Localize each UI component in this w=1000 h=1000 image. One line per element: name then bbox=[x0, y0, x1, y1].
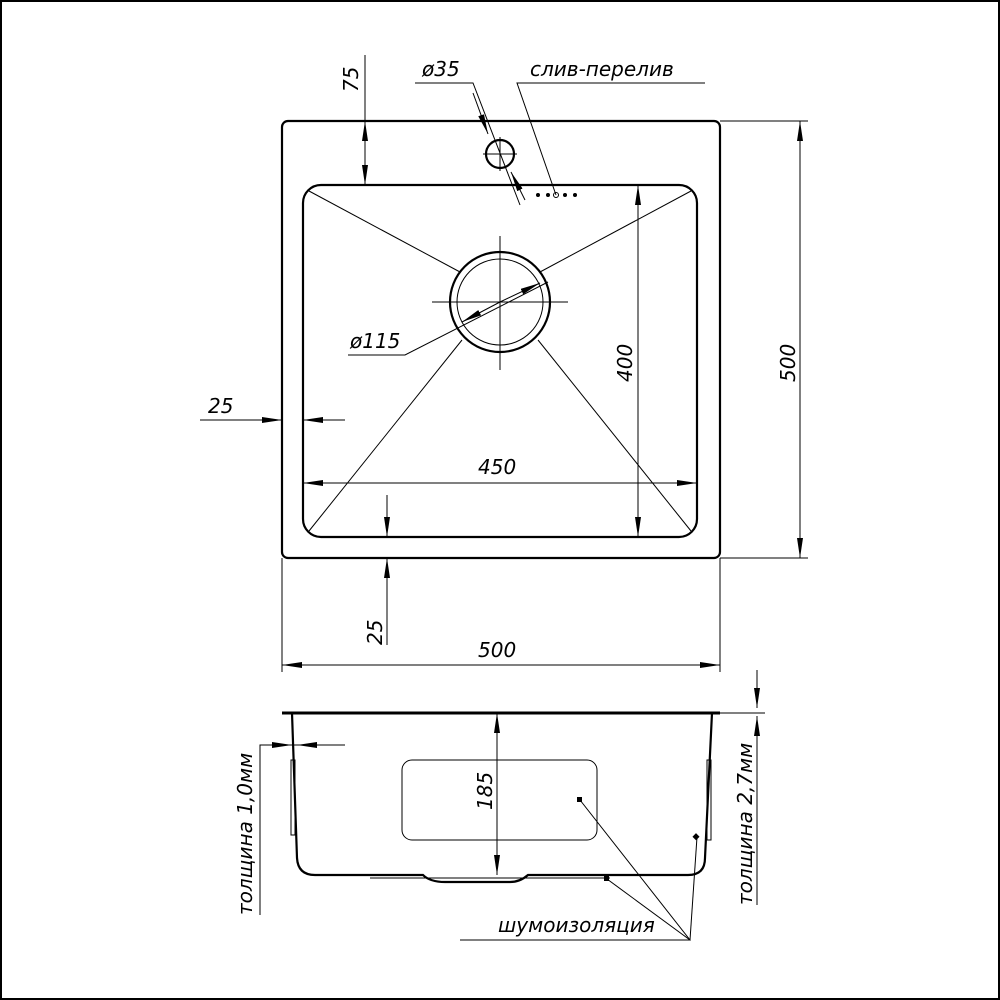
dimension-overall-height: 500 bbox=[720, 120, 808, 559]
dimension-overflow-diameter: ø35 bbox=[415, 57, 526, 206]
dimension-depth: 185 bbox=[473, 713, 500, 875]
label-window bbox=[401, 759, 598, 841]
dimension-75: 75 bbox=[339, 55, 368, 185]
bowl-outline bbox=[301, 183, 699, 539]
svg-text:ø35: ø35 bbox=[421, 57, 460, 81]
svg-text:500: 500 bbox=[478, 638, 516, 662]
svg-text:ø115: ø115 bbox=[349, 329, 400, 353]
svg-text:75: 75 bbox=[339, 67, 363, 92]
svg-text:25: 25 bbox=[363, 620, 387, 645]
dimension-bowl-length: 400 bbox=[613, 185, 641, 537]
svg-text:25: 25 bbox=[208, 394, 233, 418]
svg-text:толщина 1,0мм: толщина 1,0мм bbox=[233, 753, 257, 915]
svg-text:шумоизоляция: шумоизоляция bbox=[498, 913, 655, 937]
bowl-profile bbox=[290, 712, 714, 884]
dimension-drain-diameter: ø115 bbox=[348, 281, 549, 356]
svg-text:185: 185 bbox=[473, 772, 497, 810]
insulation-note: шумоизоляция bbox=[460, 799, 698, 941]
svg-text:500: 500 bbox=[776, 344, 800, 382]
svg-text:слив-перелив: слив-перелив bbox=[530, 57, 674, 81]
svg-text:450: 450 bbox=[478, 455, 516, 479]
svg-text:400: 400 bbox=[613, 344, 637, 382]
overflow-slots bbox=[536, 192, 577, 198]
dimension-overall-width: 500 bbox=[281, 558, 721, 672]
overflow-label: слив-перелив bbox=[516, 57, 705, 196]
side-view bbox=[282, 711, 720, 884]
thickness-right-note: толщина 2,7мм bbox=[712, 670, 765, 905]
dimension-bowl-width: 450 bbox=[303, 455, 697, 486]
sink-outline bbox=[280, 119, 722, 560]
dimension-left-margin: 25 bbox=[200, 394, 345, 423]
bowl-slope-lines bbox=[308, 190, 692, 532]
dimension-bottom-margin: 25 bbox=[363, 495, 390, 645]
thickness-left-note: толщина 1,0мм bbox=[233, 742, 345, 915]
top-view bbox=[280, 119, 722, 560]
svg-text:толщина 2,7мм: толщина 2,7мм bbox=[733, 743, 757, 905]
